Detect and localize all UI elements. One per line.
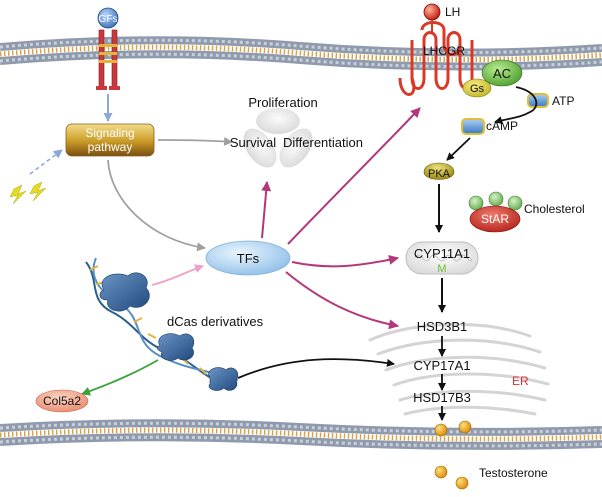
lh-ligand-icon: LH [423,3,460,21]
testosterone-label: Testosterone [479,466,548,480]
tfs-to-outcomes-arrow [261,181,272,239]
dcas-protein-icon [99,272,150,312]
tfs-to-lhcgr-arrow [287,107,421,245]
dcas-to-cyp17a1-arrow [237,358,395,379]
camp-icon: cAMP [461,118,518,135]
cell-outcomes-trefoil [243,108,313,168]
col5a2-label: Col5a2 [43,394,81,408]
dcas-derivatives-label: dCas derivatives [167,314,264,329]
proliferation-label: Proliferation [248,95,317,110]
hsd17b3-label: HSD17B3 [413,390,471,405]
gs-label: Gs [470,83,485,95]
star-protein-icon: StAR [468,191,523,233]
lhcgr-label: LHCGR [423,44,465,58]
signaling-pathway-box: Signaling pathway [65,123,155,157]
gs-protein-icon: Gs [462,78,492,98]
atp-to-camp-arrow [494,86,538,125]
tfs-to-cyp11a1-arrow [291,254,399,268]
cholesterol-label: Cholesterol [524,202,585,216]
camp-label: cAMP [486,119,518,133]
gfs-ligand-icon: GFs [97,7,119,29]
differentiation-label: Differentiation [283,135,363,150]
atp-label: ATP [552,94,574,108]
col5a2-node: Col5a2 [35,389,89,413]
dcas-protein-icon [208,367,239,391]
dcas-protein-icon [156,333,195,361]
survival-label: Survival [230,135,276,150]
signaling-to-outcomes-arrow [157,136,233,146]
signaling-label-line1: Signaling [85,126,134,140]
gfs-label: GFs [99,14,118,25]
lightning-bolt-icon [9,184,27,205]
adenylyl-cyclase-icon: AC [481,59,523,87]
mitochondria-label: M [437,263,446,275]
lightning-bolt-icon [29,181,47,202]
cyp17a1-label: CYP17A1 [413,358,470,373]
pka-icon: PKA [423,162,455,180]
atp-icon: ATP [527,93,574,108]
hsd3b1-label: HSD3B1 [417,319,468,334]
camp-to-pka-arrow [446,137,471,161]
signaling-label-line2: pathway [88,140,133,154]
lh-label: LH [445,5,460,19]
ac-label: AC [493,66,511,81]
tfs-label: TFs [237,251,260,266]
lhcgr-receptor-icon: LHCGR [398,21,474,96]
dcas-to-col5a2-arrow [81,359,159,396]
transcription-factors-node: TFs [205,240,291,276]
signaling-to-tfs-arrow [107,159,206,252]
tfs-to-hsd3b1-arrow [285,271,399,330]
star-label: StAR [481,212,509,226]
growth-factor-receptor [96,29,120,90]
pka-label: PKA [428,168,451,180]
bottom-cell-membrane [0,419,602,450]
stimulus-dashed-arrow [29,149,63,175]
cyp11a1-label: CYP11A1 [414,246,470,261]
er-label: ER [512,374,529,388]
testosterone-molecules [434,420,472,490]
endoplasmic-reticulum-icon [368,322,550,416]
mitochondrion-icon: CYP11A1 M [405,241,479,275]
dcas-to-tfs-arrow [151,264,204,286]
